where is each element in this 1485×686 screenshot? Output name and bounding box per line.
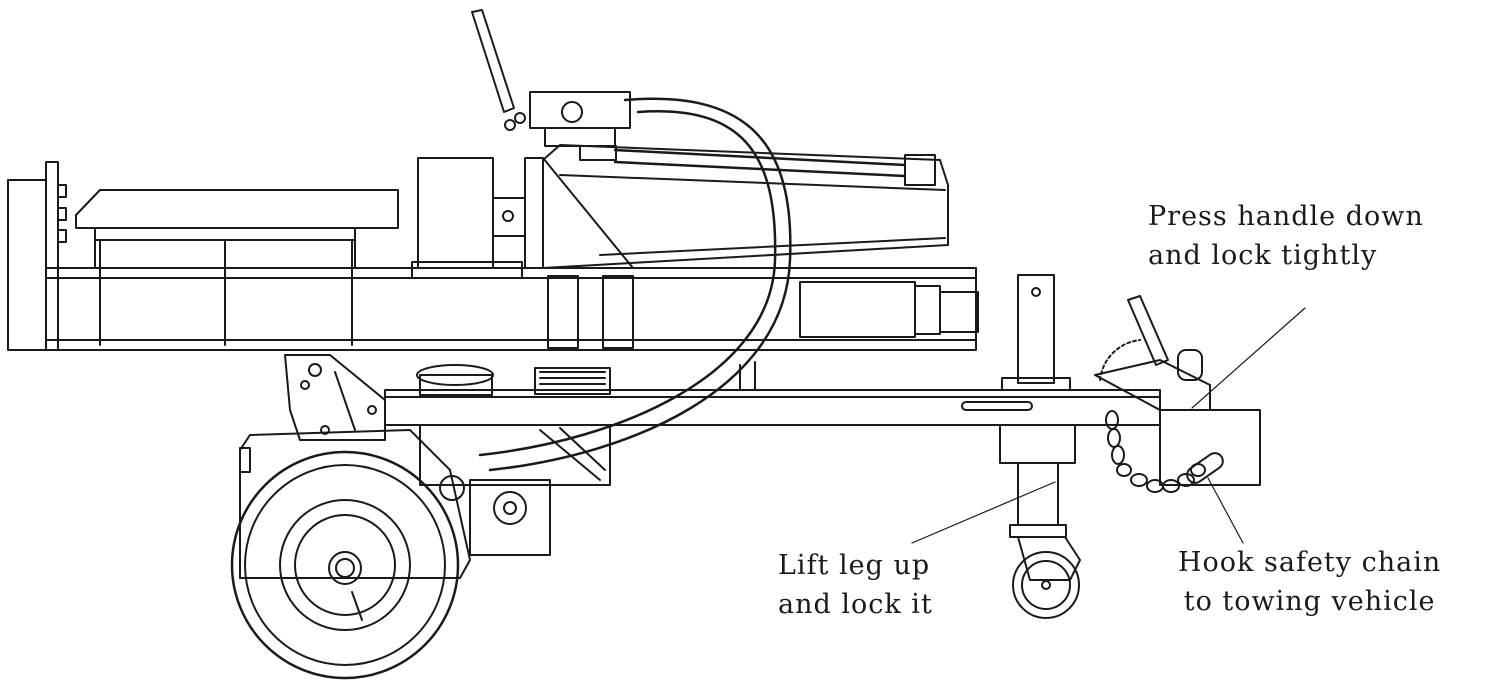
hydraulic-hose	[478, 97, 907, 472]
callout-leg-line1: Lift leg up	[778, 550, 931, 581]
callout-chain-line2: to towing vehicle	[1183, 586, 1436, 618]
tongue-beam	[384, 361, 1161, 426]
leader-chain	[1207, 477, 1244, 544]
safety-chain[interactable]	[1105, 410, 1206, 493]
callout-leg-line2: and lock it	[778, 589, 933, 621]
callout-handle-line1: Press handle down	[1148, 201, 1424, 232]
callout-handle-line2: and lock tightly	[1148, 240, 1378, 272]
frame-bracket	[239, 354, 471, 579]
callout-chain-line1: Hook safety chain	[1178, 547, 1442, 578]
wheel	[230, 450, 460, 680]
jack-stand	[999, 274, 1081, 619]
leader-leg	[911, 481, 1056, 544]
hydraulic-cylinder	[542, 144, 979, 338]
engine	[416, 364, 611, 556]
control-valve	[471, 9, 631, 161]
callout-press-handle: Press handle down and lock tightly	[1148, 197, 1424, 275]
callout-safety-chain: Hook safety chain to towing vehicle	[1178, 543, 1441, 621]
end-plate	[7, 161, 67, 351]
leader-lines	[911, 307, 1306, 544]
log-cradle	[75, 189, 399, 346]
hitch-coupler	[1094, 295, 1261, 486]
callout-lift-leg: Lift leg up and lock it	[778, 546, 933, 624]
leader-handle	[1191, 307, 1306, 409]
